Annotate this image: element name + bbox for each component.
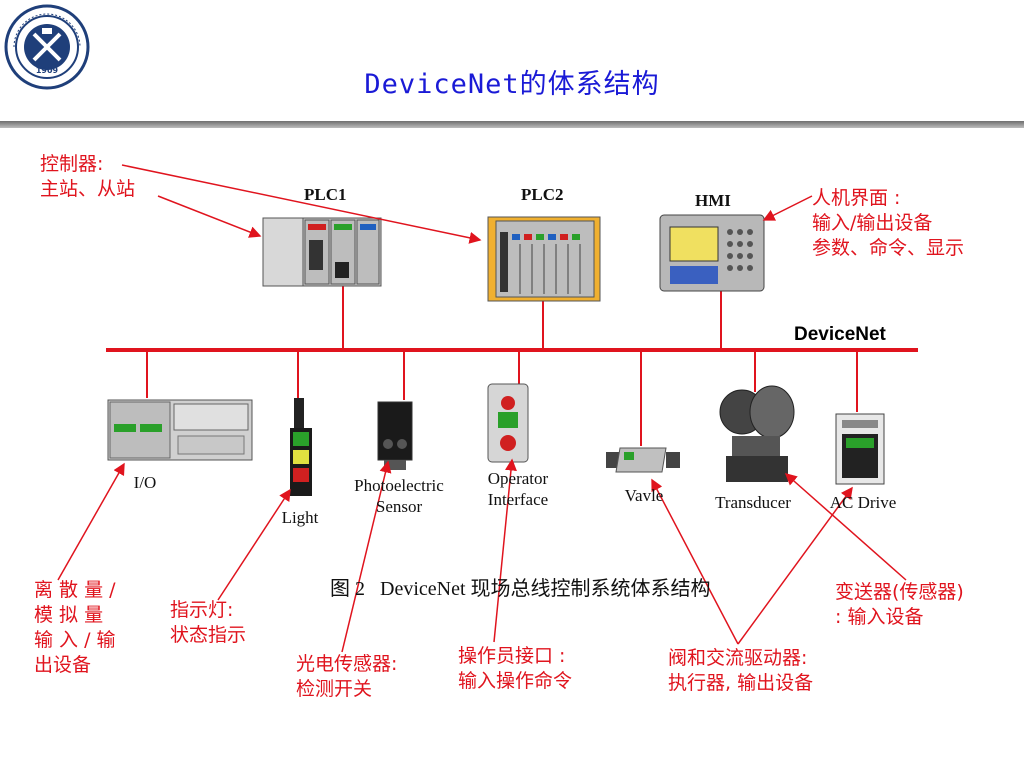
plc1-device [262, 217, 382, 287]
ac-drive-label: AC Drive [829, 493, 897, 512]
annotation-valve-drive: 阀和交流驱动器: 执行器, 输出设备 [668, 647, 814, 694]
devicenet-bus-label: DeviceNet [794, 324, 886, 345]
page-title: DeviceNet的体系结构 [364, 69, 660, 100]
operator-interface-label: Operator Interface [487, 469, 549, 509]
arrow-light [217, 488, 291, 601]
ac-drive-device [835, 413, 885, 485]
arrow-controller-plc2 [121, 164, 482, 244]
arrow-valve [651, 478, 739, 645]
annotation-light: 指示灯: 状态指示 [170, 599, 247, 646]
valve-device [606, 447, 680, 473]
valve-label: Vavle [624, 486, 664, 505]
photoelectric-sensor-device [377, 401, 413, 470]
plc1-label: PLC1 [304, 185, 347, 204]
annotation-transducer: 变送器(传感器) : 输入设备 [835, 581, 964, 628]
arrow-acdrive [737, 486, 853, 645]
annotation-sensor: 光电传感器: 检测开关 [296, 653, 398, 700]
io-device [107, 399, 253, 461]
operator-interface-device [487, 383, 529, 463]
photoelectric-sensor-label: Photoelectric Sensor [354, 476, 444, 516]
annotation-io: 离 散 量 / 模 拟 量 输 入 / 输 出设备 [34, 579, 116, 676]
arrow-io [57, 462, 125, 581]
plc2-label: PLC2 [521, 185, 564, 204]
annotation-hmi: 人机界面 : 输入/输出设备 参数、命令、显示 [812, 187, 965, 259]
arrow-sensor [341, 460, 392, 653]
light-label: Light [281, 508, 319, 527]
annotation-controller: 控制器: 主站、从站 [40, 153, 136, 200]
arrow-controller-plc1 [157, 195, 262, 238]
hmi-label: HMI [695, 191, 731, 210]
transducer-label: Transducer [715, 493, 791, 512]
arrow-transducer [784, 473, 907, 581]
hmi-device [659, 214, 765, 292]
arrow-hmi [762, 195, 813, 221]
io-label: I/O [133, 473, 157, 492]
logo-emblem-icon [4, 4, 90, 90]
university-logo: 1909 [4, 4, 90, 90]
transducer-device [719, 385, 795, 482]
plc2-device [487, 216, 601, 302]
annotation-operator: 操作员接口 : 输入操作命令 [458, 645, 573, 692]
title-divider [0, 121, 1024, 128]
arrow-operator [493, 458, 517, 643]
figure-caption: 图 2 DeviceNet 现场总线控制系统体系结构 [330, 578, 711, 600]
light-device [290, 398, 312, 496]
logo-year: 1909 [35, 66, 59, 75]
